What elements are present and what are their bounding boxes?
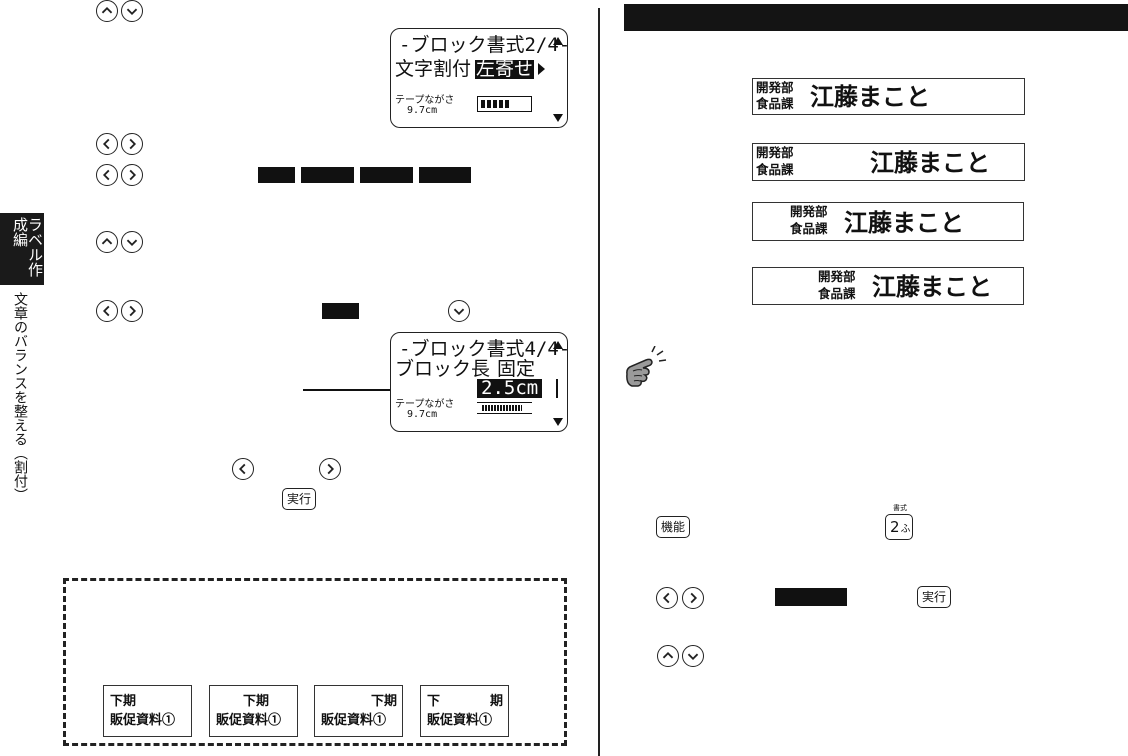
lcd-screen-bottom: -ブロック書式4/4- ブロック長 固定 2.5cm テープながさ 9.7cm [390, 332, 571, 432]
lcd-line2-label: 文字割付 [395, 58, 472, 80]
hint-hand-icon [622, 345, 668, 392]
left-key-icon [232, 458, 254, 480]
example-label-3: 下期 販促資料① [314, 685, 403, 737]
exec-key-label: 実行 [286, 492, 311, 506]
left-key-icon [96, 133, 118, 155]
label-small-line1: 開発部 [818, 269, 856, 284]
lcd-tape-label: テープながさ [395, 399, 455, 410]
style-key-sub: ふ [900, 524, 911, 535]
right-key-icon [682, 587, 704, 609]
label-big-text: 江藤まこと [844, 208, 964, 237]
down-key-icon [682, 645, 704, 667]
name-label-example-3: 開発部 食品課 江藤まこと [752, 202, 1024, 241]
lcd-tape-gauge [477, 96, 532, 112]
example-label-2: 下期 販促資料① [209, 685, 298, 737]
lcd-line2-label: ブロック長 [395, 358, 491, 380]
style-key-2: 2 ふ [885, 514, 913, 540]
function-key-label: 機能 [660, 520, 685, 534]
right-key-icon [121, 133, 143, 155]
left-key-icon [96, 164, 118, 186]
label-big-text: 江藤まこと [872, 272, 992, 301]
lcd-scroll-down-icon [553, 114, 563, 122]
name-label-example-4: 開発部 食品課 江藤まこと [752, 267, 1024, 305]
up-key-icon [96, 0, 118, 22]
example-line1-b: 期 [489, 694, 503, 709]
down-key-icon [121, 231, 143, 253]
label-small-line2: 食品課 [756, 96, 794, 111]
label-big-text: 江藤まこと [870, 148, 990, 177]
example-line2: 販促資料① [110, 713, 176, 728]
section-header-bar [624, 4, 1128, 31]
option-bar-4 [419, 167, 471, 183]
down-key-icon [448, 300, 470, 322]
lcd-screen-top: -ブロック書式2/4- 文字割付 左寄せ テープながさ 9.7cm [390, 28, 571, 128]
example-label-4: 下 期 販促資料① [420, 685, 509, 737]
label-small-line1: 開発部 [790, 204, 828, 219]
example-line1: 下期 [110, 694, 137, 709]
up-key-icon [96, 231, 118, 253]
left-key-icon [96, 300, 118, 322]
down-key-icon [121, 0, 143, 22]
lcd-line2-value: 固定 [497, 358, 536, 380]
exec-key: 実行 [282, 488, 316, 510]
section-side-label: 文章のバランスを整える（割付） [12, 292, 28, 502]
section-tab: ラベル作成編 [0, 213, 44, 285]
option-bar-fixed [322, 303, 359, 319]
exec-key: 実行 [917, 586, 951, 608]
lcd-line1: -ブロック書式2/4- [399, 34, 571, 56]
label-small-line1: 開発部 [756, 145, 794, 160]
note-dashed-box [63, 578, 567, 746]
name-label-example-2: 開発部 食品課 江藤まこと [752, 143, 1025, 181]
lcd-scroll-up-icon [553, 341, 563, 349]
example-line2: 販促資料① [216, 713, 282, 728]
left-key-icon [656, 587, 678, 609]
lcd-tape-label: テープながさ [395, 95, 455, 106]
lcd-scroll-up-icon [553, 37, 563, 45]
label-small-line2: 食品課 [818, 286, 856, 301]
lcd-length-gauge [477, 402, 532, 414]
example-line1: 下期 [370, 694, 397, 709]
lcd-scroll-down-icon [553, 418, 563, 426]
example-line2: 販促資料① [321, 713, 387, 728]
right-key-icon [121, 300, 143, 322]
lcd-line2-value: 左寄せ [475, 58, 535, 80]
up-key-icon [657, 645, 679, 667]
example-line1-a: 下 [427, 694, 441, 709]
style-key-main: 2 [890, 517, 900, 536]
lcd-right-arrow-icon [538, 63, 545, 75]
lcd-tape-value: 9.7cm [407, 409, 438, 420]
option-bar-3 [360, 167, 413, 183]
label-big-text: 江藤まこと [810, 82, 930, 111]
lcd-cursor [556, 379, 558, 398]
label-small-line2: 食品課 [756, 162, 794, 177]
lcd-line1: -ブロック書式4/4- [399, 338, 571, 360]
function-key: 機能 [656, 516, 690, 538]
column-divider [598, 8, 600, 756]
option-bar-2 [301, 167, 354, 183]
label-small-line1: 開発部 [756, 80, 794, 95]
example-label-1: 下期 販促資料① [103, 685, 192, 737]
lcd-value-box: 2.5cm [477, 379, 543, 398]
style-key-top-label: 書式 [893, 504, 907, 512]
right-key-icon [121, 164, 143, 186]
exec-key-label: 実行 [921, 590, 946, 604]
option-bar-block-style [775, 588, 847, 606]
option-bar-1 [258, 167, 295, 183]
lcd-tape-value: 9.7cm [407, 105, 438, 116]
name-label-example-1: 開発部 食品課 江藤まこと [752, 78, 1025, 115]
section-tab-label: ラベル作成編 [11, 217, 44, 277]
example-line1: 下期 [243, 694, 270, 709]
right-key-icon [319, 458, 341, 480]
example-line2: 販促資料① [427, 713, 493, 728]
label-small-line2: 食品課 [790, 221, 828, 236]
